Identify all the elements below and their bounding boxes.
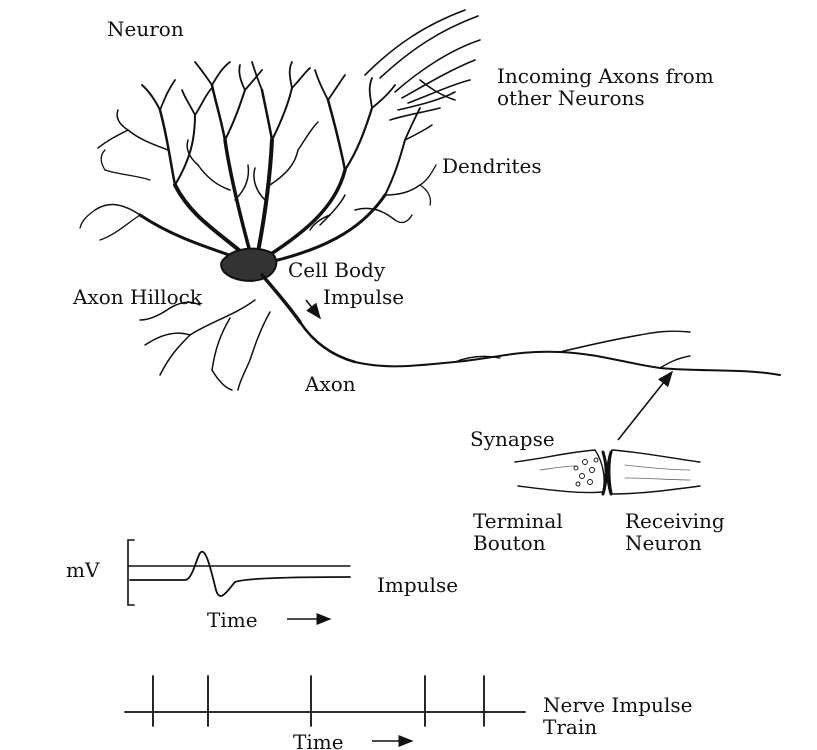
synapse-detail bbox=[515, 450, 700, 494]
receiving-neuron-line-1: Receiving bbox=[625, 510, 725, 532]
impulse-trace-plot bbox=[128, 540, 350, 605]
incoming-axons-line-1: Incoming Axons from bbox=[497, 65, 714, 87]
basal-dendrites bbox=[140, 300, 270, 390]
impulse-trace-label: Impulse bbox=[377, 574, 458, 596]
cell-body bbox=[221, 249, 276, 281]
dendrites-label: Dendrites bbox=[442, 155, 542, 177]
synapse-pointer-arrow-icon bbox=[618, 372, 672, 440]
nerve-impulse-train-plot bbox=[125, 676, 525, 726]
incoming-axons-line-2: other Neurons bbox=[497, 87, 714, 109]
neuron-title-label: Neuron bbox=[107, 18, 184, 40]
terminal-bouton-line-2: Bouton bbox=[473, 532, 563, 554]
nerve-impulse-train-line-1: Nerve Impulse bbox=[543, 694, 692, 716]
dendrites-tree bbox=[80, 62, 436, 262]
incoming-axons-label: Incoming Axons from other Neurons bbox=[497, 65, 714, 109]
axon-label: Axon bbox=[305, 373, 356, 395]
impulse-arrow-icon bbox=[306, 300, 320, 318]
receiving-neuron-label: Receiving Neuron bbox=[625, 510, 725, 554]
mv-axis-label: mV bbox=[66, 559, 99, 581]
receiving-neuron-line-2: Neuron bbox=[625, 532, 725, 554]
terminal-bouton-label: Terminal Bouton bbox=[473, 510, 563, 554]
synaptic-vesicles bbox=[574, 458, 598, 486]
cell-body-label: Cell Body bbox=[288, 259, 385, 281]
nerve-impulse-train-label: Nerve Impulse Train bbox=[543, 694, 692, 738]
time-train-axis-label: Time bbox=[293, 731, 344, 750]
terminal-bouton-line-1: Terminal bbox=[473, 510, 563, 532]
time-axis-label: Time bbox=[207, 609, 258, 631]
nerve-impulse-train-line-2: Train bbox=[543, 716, 692, 738]
axon-hillock-label: Axon Hillock bbox=[73, 286, 202, 308]
incoming-axons bbox=[365, 10, 480, 120]
impulse-arrow-label: Impulse bbox=[323, 286, 404, 308]
synapse-label: Synapse bbox=[470, 428, 555, 450]
